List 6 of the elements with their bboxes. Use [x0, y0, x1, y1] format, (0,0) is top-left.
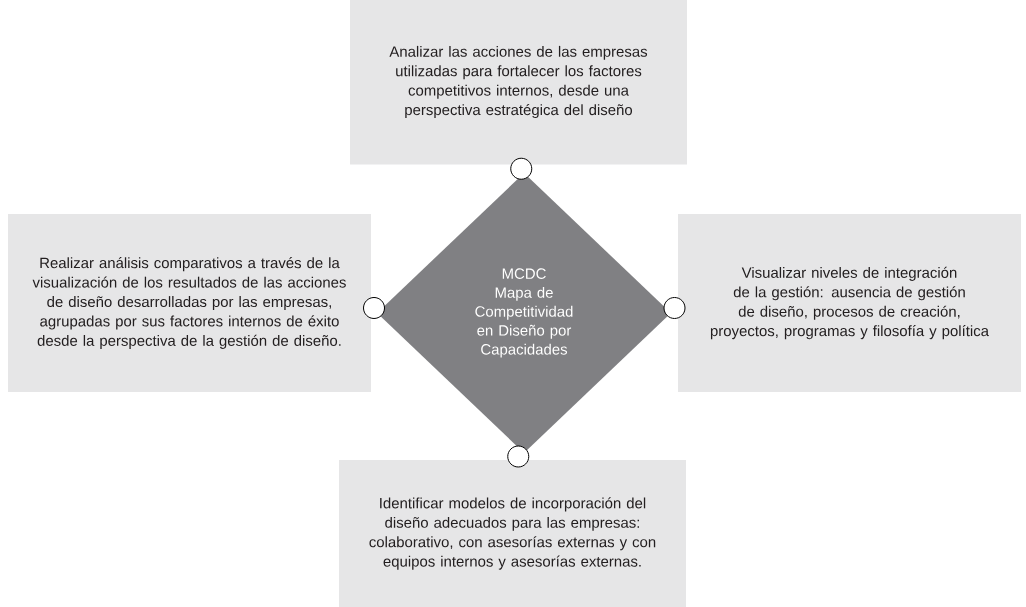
- text-box: Identificar modelos de incorporación del diseño adecuados para las empresas: colaborativo, con asesorías externas y con equipos internos y asesorías externas.: [339, 460, 686, 607]
- connector-circle: [507, 445, 530, 468]
- text-box: Realizar análisis comparativos a través de la visualización de los resultados de las acciones de diseño desarrolladas por las empresas, agrupadas por sus factores internos de éxito desde la perspectiva de la gestión de diseño.: [8, 214, 371, 392]
- connector-circle: [510, 157, 533, 180]
- text-box: Visualizar niveles de integración de la gestión: ausencia de gestión de diseño, procesos de creación, proyectos, programas y filosofía y política: [678, 214, 1021, 392]
- text-box: Analizar las acciones de las empresas utilizadas para fortalecer los factores competitivos internos, desde una perspectiva estratégica del diseño: [350, 0, 687, 165]
